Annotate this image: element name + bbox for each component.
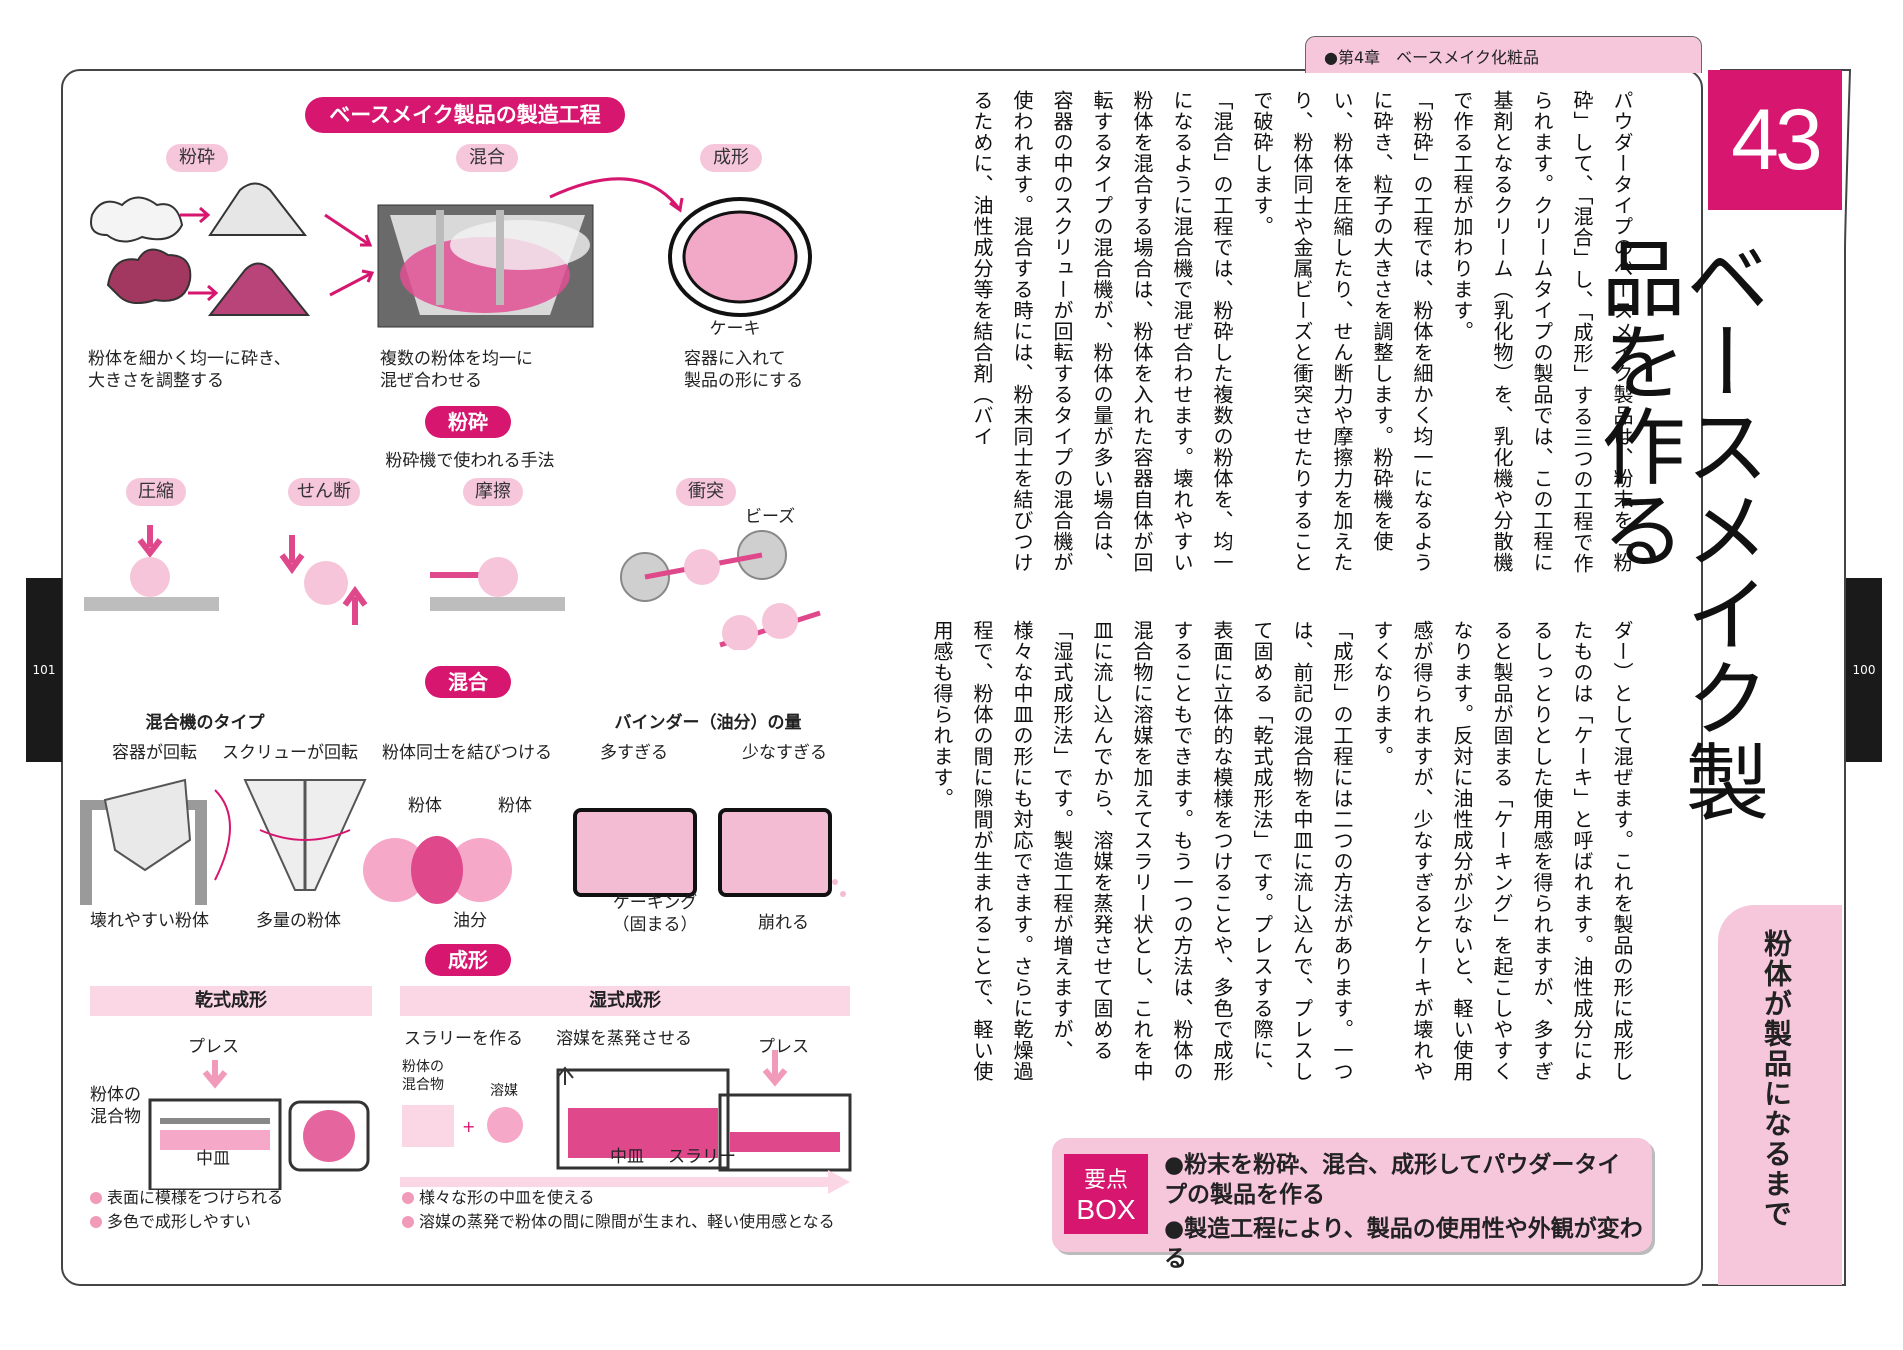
article-number: 43 bbox=[1731, 91, 1823, 188]
funsai-subtitle: 粉砕機で使われる手法 bbox=[385, 451, 555, 471]
step-caption-kongou: 複数の粉体を均一に 混ぜ合わせる bbox=[380, 349, 533, 391]
dry-pan-label: 中皿 bbox=[196, 1149, 230, 1169]
crumble-label: 崩れる bbox=[758, 913, 809, 933]
powder-label-left: 粉体 bbox=[408, 796, 442, 816]
wet-mixture-label: 粉体の 混合物 bbox=[402, 1059, 444, 1093]
wet-press-label: プレス bbox=[758, 1037, 809, 1057]
body-column-2: ダー）として混ぜます。これを製品の形に成形したものは「ケーキ」と呼ばれます。油性… bbox=[930, 620, 1634, 1082]
dry-press-label: プレス bbox=[188, 1037, 239, 1057]
step-label-kongou: 混合 bbox=[456, 144, 518, 172]
yoten-badge-bottom: BOX bbox=[1076, 1194, 1136, 1225]
caking-label: ケーキング （固まる） bbox=[612, 893, 698, 935]
wet-bullet-2-text: 溶媒の蒸発で粉体の間に隙間が生まれ、軽い使用感となる bbox=[419, 1212, 835, 1231]
cake-label: ケーキ bbox=[709, 319, 761, 339]
binder-too-little: 少なすぎる bbox=[742, 743, 827, 763]
step-caption-seikei: 容器に入れて 製品の形にする bbox=[684, 349, 804, 391]
wet-solvent-label: 溶媒 bbox=[490, 1083, 518, 1099]
funsai-heading: 粉砕 bbox=[425, 406, 511, 438]
kongou-illustration bbox=[80, 778, 846, 905]
mixer-caption-fragile: 壊れやすい粉体 bbox=[90, 911, 209, 931]
step-label-seikei: 成形 bbox=[700, 144, 762, 172]
beads-label: ビーズ bbox=[745, 507, 796, 527]
method-label-shear: せん断 bbox=[288, 478, 360, 506]
seikei-illustration: + bbox=[148, 1050, 852, 1190]
dry-molding-title: 乾式成形 bbox=[90, 986, 372, 1016]
wet-bullet-2: 溶媒の蒸発で粉体の間に隙間が生まれ、軽い使用感となる bbox=[402, 1210, 862, 1234]
yoten-badge-top: 要点 bbox=[1083, 1167, 1128, 1192]
mixer-title: 混合機のタイプ bbox=[145, 713, 265, 733]
bullet-dot bbox=[402, 1216, 414, 1228]
method-label-impact: 衝突 bbox=[676, 478, 736, 506]
binder-title: バインダー（油分）の量 bbox=[614, 713, 802, 733]
yoten-point-1: ●粉末を粉砕、混合、成形してパウダータイプの製品を作る bbox=[1164, 1152, 1621, 1208]
powder-label-right: 粉体 bbox=[498, 796, 532, 816]
binder-too-much: 多すぎる bbox=[600, 743, 668, 763]
dry-bullet-1-text: 表面に模様をつけられる bbox=[107, 1188, 284, 1207]
chapter-label: ●第4章 ベースメイク化粧品 bbox=[1324, 48, 1540, 67]
wet-slurry-label: スラリー bbox=[668, 1147, 736, 1167]
page-number-right: 100 bbox=[1846, 578, 1882, 762]
dry-bullet-2-text: 多色で成形しやすい bbox=[107, 1212, 251, 1231]
article-title: ベースメイク製品を作る bbox=[1590, 235, 1768, 823]
wet-evaporate-label: 溶媒を蒸発させる bbox=[556, 1029, 692, 1049]
mixer-type-screw: スクリューが回転 bbox=[222, 743, 358, 763]
method-label-compression: 圧縮 bbox=[126, 478, 186, 506]
process-illustration bbox=[90, 177, 812, 328]
side-tag: 粉体が製品になるまで bbox=[1718, 905, 1842, 1285]
oil-label: 油分 bbox=[453, 911, 487, 931]
kongou-heading: 混合 bbox=[425, 666, 511, 698]
yoten-badge: 要点 BOX bbox=[1064, 1154, 1148, 1234]
chapter-tab: ●第4章 ベースメイク化粧品 bbox=[1305, 36, 1702, 73]
mixer-type-container: 容器が回転 bbox=[112, 743, 197, 763]
seikei-heading: 成形 bbox=[425, 944, 511, 976]
page-number-left: 101 bbox=[26, 578, 62, 762]
wet-molding-title: 湿式成形 bbox=[400, 986, 850, 1016]
funsai-methods-illustration bbox=[84, 525, 821, 650]
body-column-1: パウダータイプのベースメイク製品は、粉末を「粉砕」して、「混合」し、「成形」する… bbox=[970, 90, 1634, 574]
dry-mixture-label: 粉体の 混合物 bbox=[90, 1085, 141, 1127]
bullet-dot bbox=[90, 1192, 102, 1204]
svg-text:+: + bbox=[462, 1117, 475, 1136]
bullet-dot bbox=[402, 1192, 414, 1204]
yoten-point-2: ●製造工程により、製品の使用性や外観が変わる bbox=[1164, 1216, 1643, 1272]
wet-process-arrow bbox=[400, 1170, 850, 1194]
yoten-box: 要点 BOX ●粉末を粉砕、混合、成形してパウダータイプの製品を作る ●製造工程… bbox=[1052, 1138, 1652, 1272]
step-label-funsai: 粉砕 bbox=[166, 144, 228, 172]
method-label-friction: 摩擦 bbox=[463, 478, 523, 506]
bind-title: 粉体同士を結びつける bbox=[382, 743, 552, 763]
article-number-box: 43 bbox=[1708, 70, 1842, 210]
figure-title: ベースメイク製品の製造工程 bbox=[305, 97, 625, 133]
dry-bullet-2: 多色で成形しやすい bbox=[90, 1210, 390, 1234]
wet-bullet-1-text: 様々な形の中皿を使える bbox=[419, 1188, 595, 1207]
dry-bullet-1: 表面に模様をつけられる bbox=[90, 1186, 390, 1210]
bullet-dot bbox=[90, 1216, 102, 1228]
wet-bullet-1: 様々な形の中皿を使える bbox=[402, 1186, 862, 1210]
side-tag-label: 粉体が製品になるまで bbox=[1760, 929, 1793, 1229]
wet-slurry-make-label: スラリーを作る bbox=[404, 1029, 523, 1049]
step-caption-funsai: 粉体を細かく均一に砕き、 大きさを調整する bbox=[88, 349, 291, 391]
mixer-caption-bulk: 多量の粉体 bbox=[256, 911, 341, 931]
wet-pan-label: 中皿 bbox=[610, 1147, 644, 1167]
